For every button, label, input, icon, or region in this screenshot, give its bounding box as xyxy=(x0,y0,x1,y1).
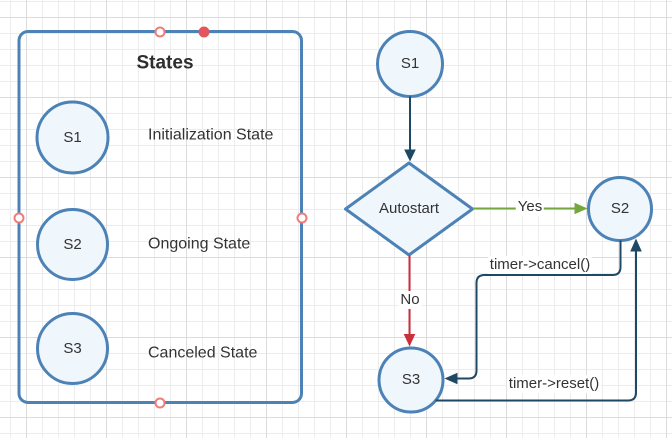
flow-decision-autostart[interactable] xyxy=(344,161,474,257)
edge-endpoint-dot[interactable] xyxy=(198,26,210,37)
legend-item-s3-description[interactable]: Canceled State xyxy=(148,344,258,362)
legend-node-s3-label[interactable]: S3 xyxy=(63,339,82,357)
flow-node-s3-label[interactable]: S3 xyxy=(401,371,421,388)
legend-node-s3[interactable] xyxy=(36,312,109,385)
edge-s1-to-autostart[interactable] xyxy=(404,96,416,162)
legend-item-s1-description[interactable]: Initialization State xyxy=(148,126,274,144)
selection-handle-mid-left[interactable] xyxy=(13,212,25,223)
edge-label-timer-cancel[interactable]: timer->cancel() xyxy=(487,256,593,274)
edge-s2-to-s3-cancel[interactable] xyxy=(444,240,622,385)
flow-node-s2-label[interactable]: S2 xyxy=(610,200,630,217)
edge-label-timer-reset[interactable]: timer->reset() xyxy=(506,375,602,393)
legend-item-s2-description[interactable]: Ongoing State xyxy=(148,235,251,253)
legend-node-s1-label[interactable]: S1 xyxy=(63,128,82,146)
legend-node-s2-label[interactable]: S2 xyxy=(63,235,82,253)
flow-node-s1-label[interactable]: S1 xyxy=(400,55,420,72)
legend-title[interactable]: States xyxy=(136,52,194,74)
flow-decision-label[interactable]: Autostart xyxy=(378,200,440,217)
edge-label-yes[interactable]: Yes xyxy=(515,198,545,216)
legend-node-s2[interactable] xyxy=(36,208,109,281)
selection-handle-mid-right[interactable] xyxy=(296,212,307,223)
flow-node-s3[interactable] xyxy=(377,346,445,414)
legend-node-s1[interactable] xyxy=(35,100,110,175)
edge-label-no[interactable]: No xyxy=(398,291,422,309)
selection-handle-bottom-center[interactable] xyxy=(154,397,165,408)
edge-s3-to-s2-reset[interactable] xyxy=(435,238,642,402)
selection-handle-top-center[interactable] xyxy=(154,26,165,37)
